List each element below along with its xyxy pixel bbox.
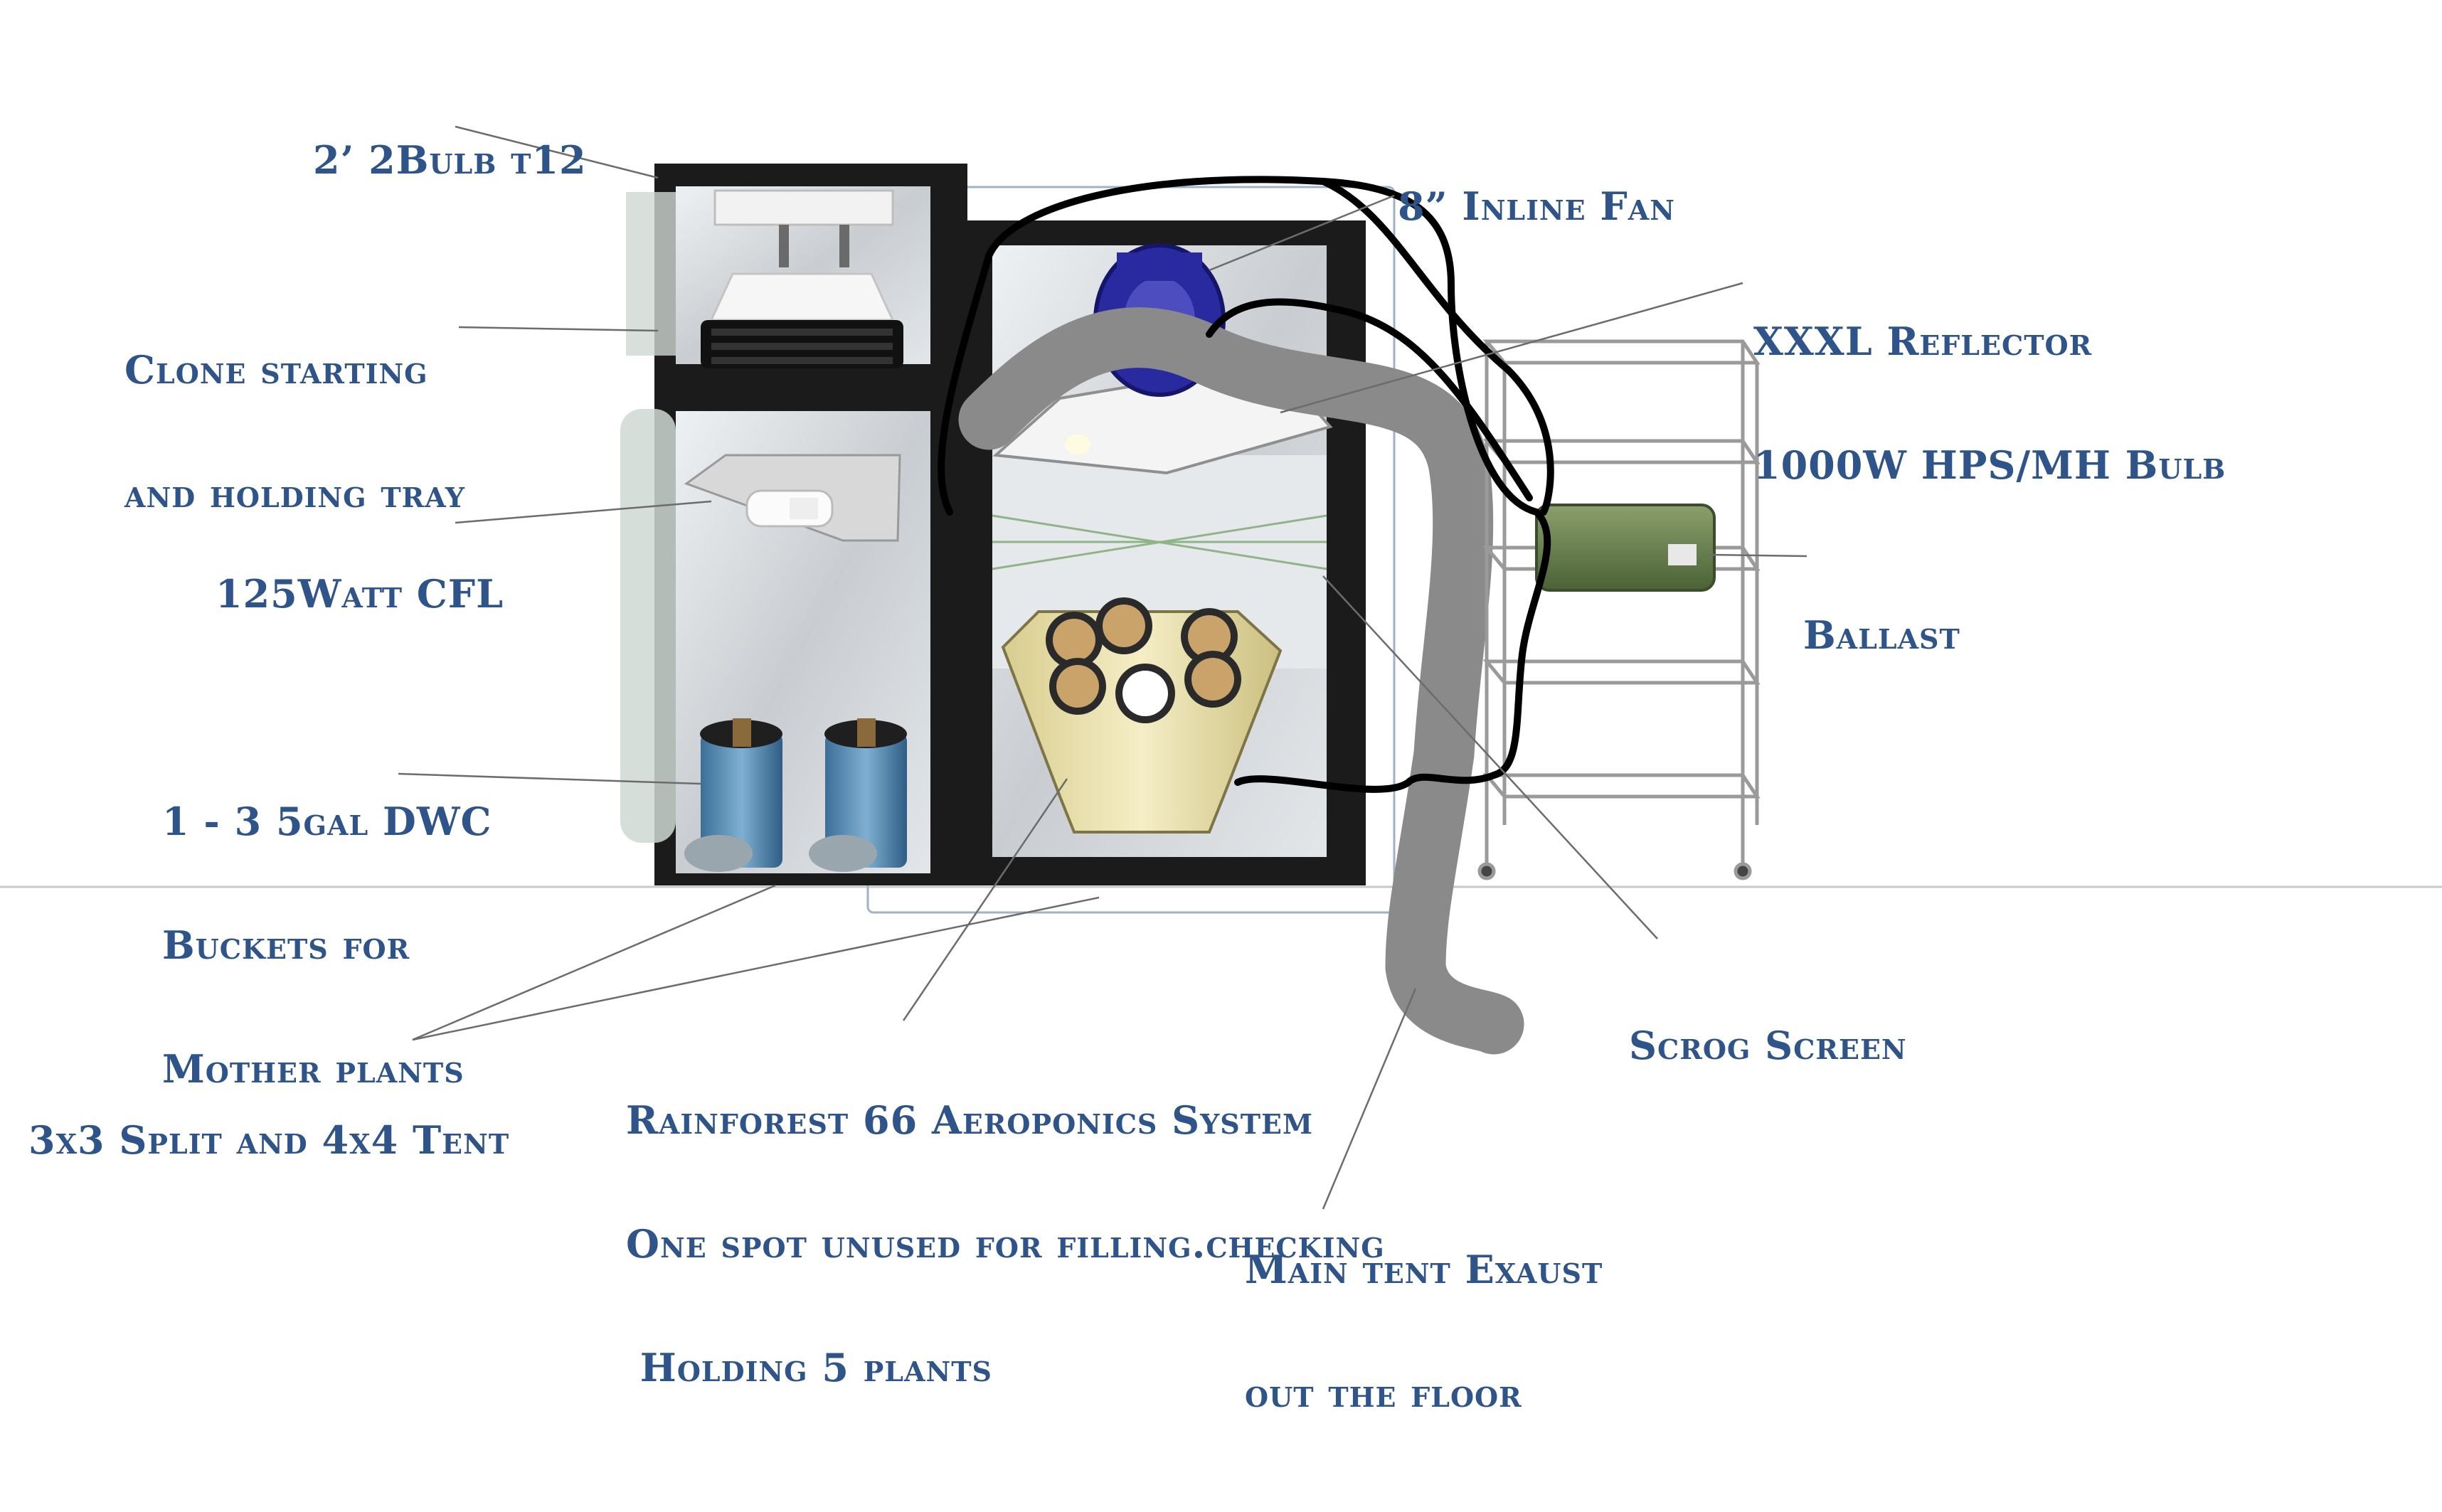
leader-reflector xyxy=(1280,282,1743,414)
label-rainforest-line1: Rainforest 66 Aeroponics System xyxy=(626,1097,1314,1143)
leader-exhaust xyxy=(1322,988,1417,1210)
ballast-icon xyxy=(1535,504,1716,592)
label-cfl-text: 125Watt CFL xyxy=(216,571,504,617)
label-clone-line2: and holding tray xyxy=(124,471,465,516)
leader-t12 xyxy=(455,125,659,179)
label-dwc-line3: Mother plants xyxy=(162,1046,464,1092)
label-reflector: XXXL Reflector 1000W HPS/MH Bulb xyxy=(1753,238,2226,527)
leader-lines xyxy=(398,125,1807,1210)
leader-scrog xyxy=(1322,575,1658,939)
label-dwc-line1: 1 - 3 5gal DWC xyxy=(162,799,492,844)
label-exhaust-line1: Main tent Exaust xyxy=(1245,1247,1603,1292)
aeroponics-unit-icon xyxy=(1001,597,1283,834)
label-tent-text: 3x3 Split and 4x4 Tent xyxy=(28,1117,510,1163)
leader-fan xyxy=(1209,194,1395,272)
label-exhaust-line2: out the floor xyxy=(1245,1370,1522,1416)
label-clone-tray: Clone starting and holding tray xyxy=(124,267,465,555)
label-t12-text: 2’ 2Bulb t12 xyxy=(313,137,587,183)
label-rainforest-line2: One spot unused for filling.checking xyxy=(626,1221,1385,1267)
label-fan: 8” Inline Fan xyxy=(1398,103,1675,268)
label-reflector-line1: XXXL Reflector xyxy=(1753,319,2093,364)
leader-tent-a xyxy=(412,884,776,1041)
leader-clone xyxy=(458,326,659,332)
label-dwc-line2: Buckets for xyxy=(162,922,410,968)
scrog-screen xyxy=(992,514,1327,570)
label-ballast-text: Ballast xyxy=(1803,612,1960,658)
clone-tray-icon xyxy=(701,272,903,368)
label-clone-line1: Clone starting xyxy=(124,347,428,393)
label-tent: 3x3 Split and 4x4 Tent xyxy=(28,1037,509,1202)
fluorescent-fixture-icon xyxy=(713,189,894,267)
label-t12: 2’ 2Bulb t12 xyxy=(313,57,587,222)
exhaust-duct-icon xyxy=(958,307,1524,1055)
cfl-lamp-icon xyxy=(684,454,901,542)
label-rainforest: Rainforest 66 Aeroponics System One spot… xyxy=(626,1017,1385,1430)
label-dwc: 1 - 3 5gal DWC Buckets for Mother plants xyxy=(162,718,492,1131)
label-scrog: Scrog Screen xyxy=(1629,942,1907,1107)
wire-shelf-icon xyxy=(1477,339,1761,880)
leader-cfl xyxy=(455,500,712,524)
power-cables xyxy=(938,176,1554,793)
label-ballast: Ballast xyxy=(1803,532,1960,697)
label-fan-text: 8” Inline Fan xyxy=(1398,183,1675,229)
label-cfl: 125Watt CFL xyxy=(216,491,504,656)
leader-dwc xyxy=(398,772,701,785)
label-rainforest-line3: Holding 5 plants xyxy=(626,1345,992,1390)
label-reflector-line2: 1000W HPS/MH Bulb xyxy=(1753,442,2226,488)
dwc-bucket-icon xyxy=(684,718,907,872)
label-scrog-text: Scrog Screen xyxy=(1629,1023,1907,1068)
leader-tent-b xyxy=(412,896,1100,1041)
leader-rainforest xyxy=(902,778,1068,1021)
leader-ballast xyxy=(1706,553,1807,558)
label-exhaust: Main tent Exaust out the floor xyxy=(1245,1166,1603,1455)
